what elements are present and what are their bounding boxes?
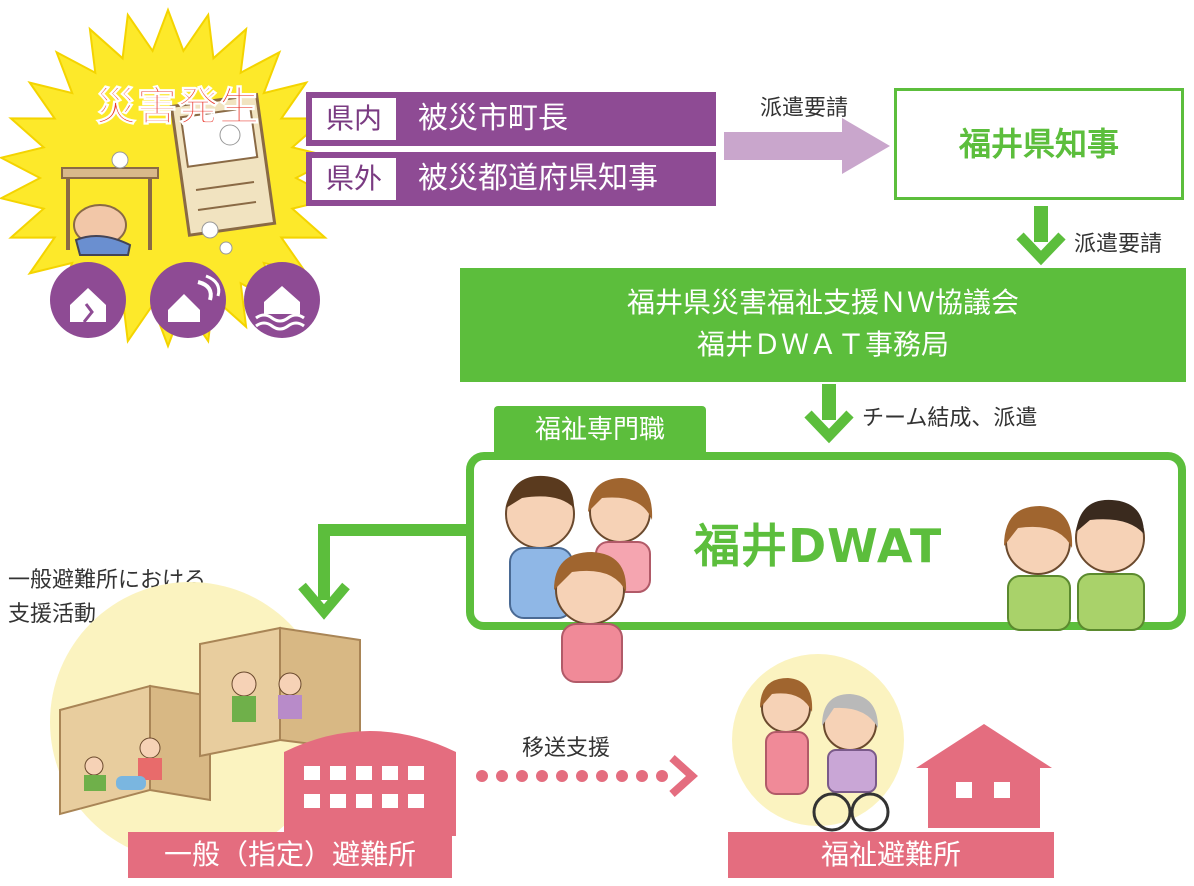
council-line1: 福井県災害福祉支援ＮＷ協議会 (626, 286, 1019, 319)
disaster-title: 災害発生 (96, 84, 260, 131)
request-label-2: 派遣要請 (1074, 232, 1163, 257)
welfare-shelter-building (916, 724, 1052, 828)
request-arrow (724, 118, 890, 174)
request-arrow-down (1016, 206, 1066, 266)
welfare-staff-illustration (505, 475, 653, 683)
team-label: チーム結成、派遣 (862, 406, 1038, 431)
disaster-burst (0, 7, 338, 349)
earthquake-icon (50, 262, 126, 338)
welfare-shelter-label: 福祉避難所 (728, 832, 1054, 878)
requester-prefecture-inside: 県内 被災市町長 (306, 92, 716, 146)
support-arrow (298, 524, 466, 620)
governor-label: 福井県知事 (958, 125, 1119, 163)
team-arrow-down (804, 384, 854, 444)
specialist-tab-label: 福祉専門職 (534, 415, 665, 445)
requester-tag: 県外 (312, 158, 396, 200)
transfer-label: 移送支援 (522, 736, 611, 761)
requester-text: 被災市町長 (418, 101, 568, 136)
general-shelter-building (284, 731, 456, 836)
general-shelter-illustration (50, 582, 361, 862)
requester-prefecture-outside: 県外 被災都道府県知事 (306, 152, 716, 206)
field-staff-illustration (1004, 499, 1145, 631)
storm-icon (150, 262, 226, 338)
flood-icon (244, 262, 320, 338)
transfer-arrow (476, 755, 698, 797)
specialist-tab: 福祉専門職 (494, 406, 706, 454)
general-support-line2: 支援活動 (8, 602, 97, 627)
council-line2: 福井ＤＷＡＴ事務局 (696, 328, 949, 361)
general-shelter-label: 一般（指定）避難所 (128, 832, 452, 878)
dwat-title: 福井DWAT (694, 519, 943, 573)
earthquake-illustration (61, 92, 277, 256)
requester-tag: 県内 (312, 98, 396, 140)
request-label-1: 派遣要請 (760, 96, 849, 121)
council-box: 福井県災害福祉支援ＮＷ協議会 福井ＤＷＡＴ事務局 (460, 268, 1186, 382)
governor-box: 福井県知事 (894, 88, 1184, 200)
requester-text: 被災都道府県知事 (418, 161, 658, 196)
welfare-shelter-illustration (732, 654, 904, 832)
